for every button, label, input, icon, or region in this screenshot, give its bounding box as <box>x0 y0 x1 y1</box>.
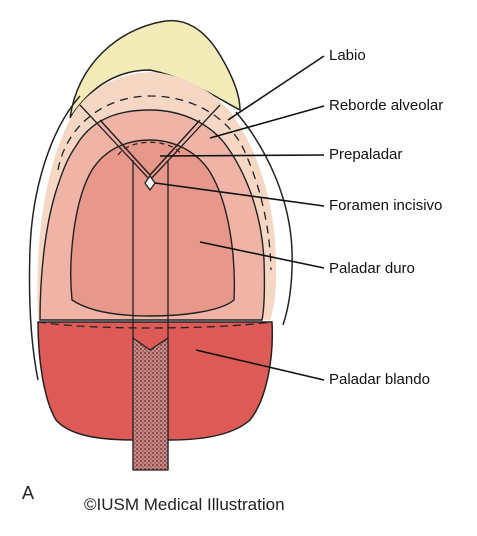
leader-duro <box>199 241 325 269</box>
foramen-incisivo-mark <box>144 174 156 192</box>
label-reborde-alveolar: Reborde alveolar <box>329 97 444 114</box>
leader-blando <box>195 349 325 381</box>
label-paladar-blando: Paladar blando <box>329 371 430 388</box>
leader-reborde <box>209 105 325 139</box>
prepaladar-arc <box>117 141 183 156</box>
lip-outer-arc-left <box>28 95 81 381</box>
premaxilla-top-line <box>79 104 221 181</box>
lip-outer-arc-right <box>235 111 293 326</box>
leader-labio <box>227 55 325 121</box>
label-paladar-duro: Paladar duro <box>329 260 415 277</box>
leader-prepaladar <box>159 154 325 157</box>
lip-region <box>69 19 241 119</box>
hard-palate-inner <box>70 139 236 317</box>
label-prepaladar: Prepaladar <box>329 146 403 163</box>
figure-letter: A <box>22 483 35 503</box>
alveolar-dashed-line <box>57 95 272 271</box>
hard-soft-boundary <box>37 321 273 329</box>
label-labio: Labio <box>329 47 366 64</box>
label-foramen-incisivo: Foramen incisivo <box>329 197 443 214</box>
uvula-stipple <box>132 336 169 471</box>
leader-foramen <box>154 182 325 207</box>
copyright-text: ©IUSM Medical Illustration <box>84 495 285 514</box>
